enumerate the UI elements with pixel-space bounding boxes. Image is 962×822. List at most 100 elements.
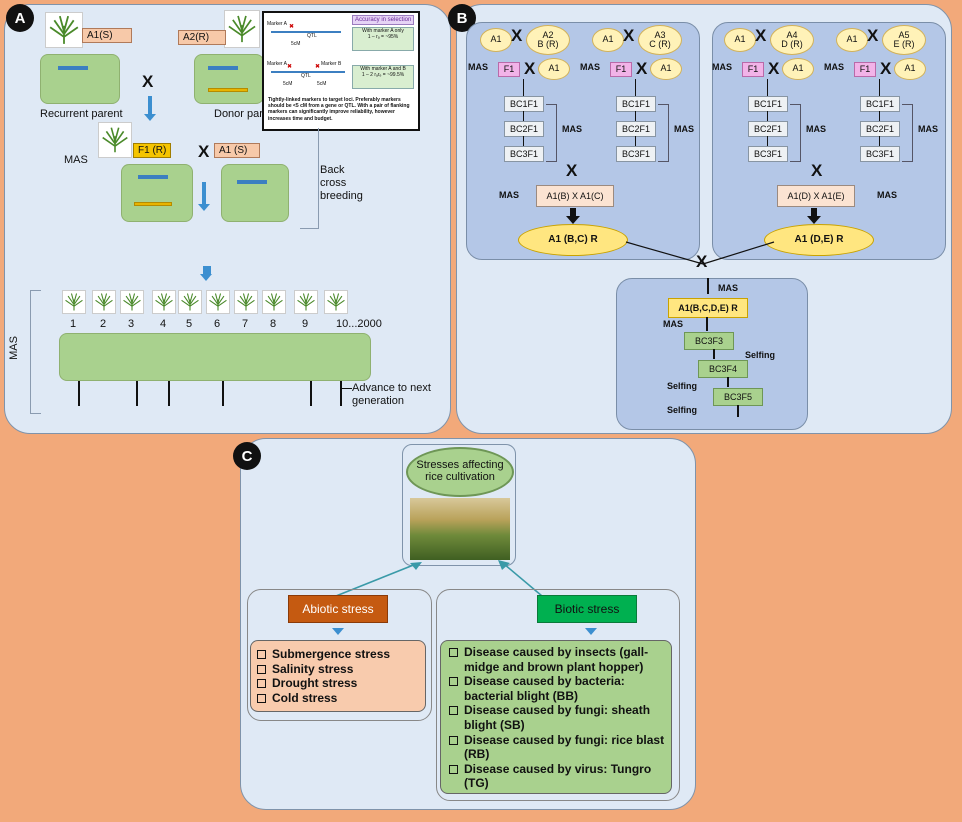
biotic-list-box: Disease caused by insects (gall-midge an…	[440, 640, 672, 794]
acc1-label: With marker A only	[362, 28, 404, 34]
recurrent-marker-band	[58, 66, 88, 70]
b-parent-a1-3: A1	[724, 28, 756, 52]
b-bc3-3: BC3F1	[748, 146, 788, 162]
mas-final-2: MAS	[663, 319, 683, 329]
b-line2-1	[523, 111, 524, 121]
cross-symbol-2: X	[198, 142, 210, 161]
arrow-head-bl	[566, 216, 580, 224]
b-line-2	[635, 79, 636, 96]
b-mas-4: MAS	[824, 62, 844, 72]
b-cross-mid-left: X	[566, 161, 578, 180]
arrow-down-3	[203, 266, 211, 274]
abiotic-arrow	[332, 628, 344, 635]
a1s-tag: A1 (S)	[214, 143, 260, 158]
mas-cross-left: MAS	[499, 190, 519, 200]
b-parent-donor-1: A2 B (R)	[526, 25, 570, 55]
arrow-end	[737, 405, 739, 417]
b-mas-bc-1: MAS	[562, 124, 582, 134]
biotic-list: Disease caused by insects (gall-midge an…	[447, 645, 667, 791]
progeny-number-1: 1	[70, 318, 77, 330]
b-mas-bc-2: MAS	[674, 124, 694, 134]
a1s-marker-band	[237, 180, 267, 184]
progeny-plant-5	[178, 290, 202, 314]
b-bc2-2: BC2F1	[616, 121, 656, 137]
b-a1-4: A1	[894, 58, 926, 80]
marker-map-a: Marker A ✖ QTL 5cM	[267, 21, 347, 57]
abiotic-item-3: Drought stress	[255, 676, 425, 691]
progeny-plant-6	[206, 290, 230, 314]
b-parent-a1-2: A1	[592, 28, 624, 52]
b-line-1	[523, 79, 524, 96]
b-cross-top-1: X	[511, 26, 523, 45]
selfing-2: Selfing	[667, 381, 698, 391]
bc3f3-box: BC3F3	[684, 332, 734, 350]
cross-symbol-1: X	[142, 72, 154, 91]
arrow-down-br	[811, 208, 817, 216]
b-mas-2: MAS	[580, 62, 600, 72]
b-parent-donor-2: A3 C (R)	[638, 25, 682, 55]
progeny-plant-7	[234, 290, 258, 314]
b-cross-top-3: X	[755, 26, 767, 45]
b-bracket-1	[546, 104, 557, 162]
b-line2-2	[635, 111, 636, 121]
recurrent-tag: A1(S)	[82, 28, 132, 43]
b-line2-3	[767, 111, 768, 121]
progeny-number-6: 6	[214, 318, 221, 330]
b-f1-4: F1	[854, 62, 876, 77]
b-cross-f1-1: X	[524, 59, 536, 78]
marker-a-x: ✖	[289, 24, 295, 30]
final-box: A1(B,C,D,E) R	[668, 298, 748, 318]
progeny-plant-10	[324, 290, 348, 314]
biotic-group	[436, 589, 680, 801]
abiotic-group	[247, 589, 432, 721]
f1-gene-band	[134, 202, 172, 206]
donor-parent-box	[194, 54, 264, 104]
chromosome-line-ab	[271, 71, 345, 73]
donor-gene-band	[208, 88, 248, 92]
b-bc1-4: BC1F1	[860, 96, 900, 112]
final-cross-symbol: X	[696, 252, 708, 271]
b-cross-f1-3: X	[768, 59, 780, 78]
backcross-bracket	[300, 128, 319, 229]
arrow-bc3f5	[727, 377, 729, 387]
donor-marker-band	[208, 66, 238, 70]
final-arrow-2	[706, 317, 708, 331]
acc1-box: With marker A only 1 – rₐ = ~95%	[352, 27, 414, 51]
biotic-title: Biotic stress	[537, 595, 637, 623]
progeny-stem-10	[340, 378, 342, 406]
selfing-3: Selfing	[667, 405, 698, 415]
arrow-head-2	[198, 204, 210, 211]
final-arrow-line	[707, 278, 709, 294]
cm-label-b1: 5cM	[283, 81, 293, 87]
mas-vertical-label: MAS	[7, 336, 20, 360]
b-cross-f1-4: X	[880, 59, 892, 78]
rice-field-photo	[410, 498, 510, 560]
recurrent-parent-label: Recurrent parent	[40, 108, 123, 120]
marker-b-label: Marker B	[321, 61, 342, 67]
progeny-plant-2	[92, 290, 116, 314]
b-bc3-1: BC3F1	[504, 146, 544, 162]
progeny-stem-6	[222, 378, 224, 406]
cm-label-a: 5cM	[291, 41, 301, 47]
bc3f5-box: BC3F5	[713, 388, 763, 406]
mas-label-f1: MAS	[64, 154, 88, 166]
b-mas-3: MAS	[712, 62, 732, 72]
stress-image-box	[402, 444, 516, 566]
f1-tag: F1 (R)	[133, 143, 172, 158]
progeny-number-7: 7	[242, 318, 249, 330]
inset-note: Tightly-linked markers to target loci. P…	[268, 97, 410, 122]
final-cross-lines	[625, 241, 775, 265]
b-mas-1: MAS	[468, 62, 488, 72]
marker-b-x: ✖	[315, 64, 321, 70]
b-line-4	[879, 79, 880, 96]
b-line3-1	[523, 136, 524, 146]
inset-title: Accuracy in selection	[352, 15, 415, 25]
recurrent-parent-box	[40, 54, 120, 104]
arrow-head-3	[200, 274, 212, 281]
progeny-number-10: 10...2000	[336, 318, 382, 330]
b-cross-top-4: X	[867, 26, 879, 45]
b-line3-3	[767, 136, 768, 146]
selfing-1: Selfing	[745, 350, 776, 360]
progeny-stem-4	[168, 378, 170, 406]
